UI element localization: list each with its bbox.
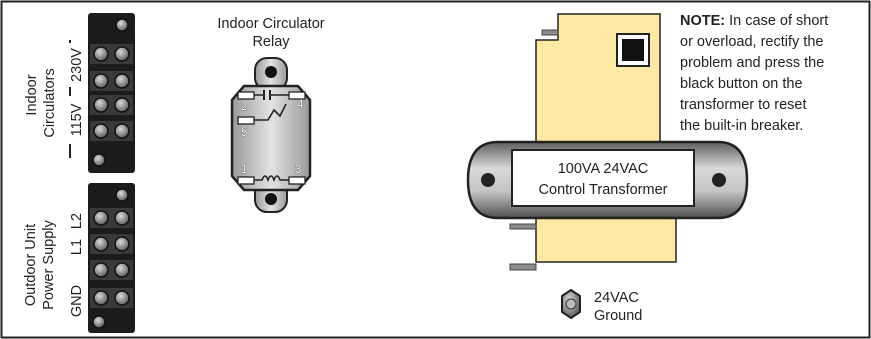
- terminal-screw: [114, 210, 130, 226]
- relay-pin-1: 1: [241, 164, 247, 176]
- relay-title-line1: Indoor Circulator: [217, 16, 324, 32]
- indoor-circulators-terminal-block: [88, 13, 135, 173]
- relay-pin-3: 3: [295, 164, 301, 176]
- relay-pin-4: 4: [297, 99, 304, 111]
- relay-coil-symbol: [254, 175, 289, 183]
- note-heading: NOTE:: [680, 13, 725, 29]
- terminal-screw: [114, 123, 130, 139]
- terminal-screw: [93, 210, 109, 226]
- relay-body: [230, 84, 312, 192]
- outdoor-label-line2: Power Supply: [41, 220, 57, 310]
- indoor-label-line2: Circulators: [42, 68, 58, 137]
- terminal-screw: [114, 97, 130, 113]
- transformer-label-line2: Control Transformer: [539, 182, 668, 198]
- note-line-3: problem and press the: [680, 55, 824, 71]
- ground-screw: [565, 298, 577, 310]
- note-line-1-text: In case of short: [725, 13, 828, 29]
- relay-title-line2: Relay: [252, 34, 290, 50]
- note-text: NOTE: In case of short or overload, rect…: [680, 13, 828, 134]
- relay-pin-2: 2: [241, 101, 247, 113]
- relay-terminal: [288, 176, 306, 185]
- outdoor-label-line1: Outdoor Unit: [23, 224, 39, 306]
- outdoor-power-terminal-block: [88, 183, 135, 333]
- relay-switch-symbol: [254, 103, 287, 121]
- terminal-screw: [114, 262, 130, 278]
- transformer-pin: [509, 223, 537, 230]
- terminal-l1: L1: [69, 239, 85, 255]
- transformer-pin: [541, 29, 559, 36]
- l1-label: L1: [69, 239, 85, 255]
- note-line-2: or overload, rectify the: [680, 34, 823, 50]
- indoor-label-line1: Indoor: [24, 74, 40, 115]
- voltage-230v: 230V: [69, 48, 85, 82]
- terminal-screw: [92, 153, 106, 167]
- terminal-screw: [115, 188, 129, 202]
- note-line-1: NOTE: In case of short: [680, 13, 828, 29]
- ground-label-line2: Ground: [594, 308, 642, 324]
- relay-terminal: [237, 176, 255, 185]
- note-line-5: transformer to reset: [680, 97, 807, 113]
- terminal-screw: [93, 73, 109, 89]
- terminal-screw: [93, 46, 109, 62]
- terminal-screw: [93, 290, 109, 306]
- transformer-body: [535, 13, 677, 263]
- terminal-screw: [114, 73, 130, 89]
- relay-pin-5: 5: [241, 127, 247, 139]
- indoor-circulators-label: Indoor Circulators: [24, 68, 58, 137]
- terminal-screw: [114, 236, 130, 252]
- outdoor-power-label: Outdoor Unit Power Supply: [23, 220, 57, 310]
- transformer-pin: [509, 263, 537, 271]
- transformer-label-line1: 100VA 24VAC: [558, 161, 649, 177]
- mount-hole: [265, 193, 277, 205]
- l2-label: L2: [69, 213, 85, 229]
- terminal-screw: [114, 46, 130, 62]
- ground-label-line1: 24VAC: [594, 290, 639, 306]
- terminal-l2: L2: [69, 213, 85, 229]
- terminal-block-body: [88, 13, 135, 173]
- mount-hole: [265, 66, 277, 78]
- band-screw-left: [481, 173, 495, 187]
- control-transformer: 100VA 24VAC Control Transformer 24VAC Gr…: [466, 13, 749, 324]
- terminal-block-body: [88, 183, 135, 333]
- voltage-115v-label: 115V: [69, 103, 85, 136]
- breaker-reset-button: [622, 39, 644, 61]
- terminal-screw: [93, 123, 109, 139]
- terminal-screw: [92, 315, 106, 329]
- indoor-circulator-relay: Indoor Circulator Relay 2 4 5 1 3: [217, 16, 325, 213]
- gnd-label: GND: [69, 285, 85, 317]
- terminal-gnd: GND: [69, 285, 85, 317]
- terminal-screw: [93, 97, 109, 113]
- relay-terminal: [237, 91, 255, 100]
- band-screw-right: [712, 173, 726, 187]
- transformer-label-plate: [511, 149, 695, 207]
- note-line-6: the built-in breaker.: [680, 118, 803, 134]
- voltage-115v: 115V: [69, 103, 85, 136]
- terminal-screw: [115, 18, 129, 32]
- note-line-4: black button on the: [680, 76, 803, 92]
- terminal-screw: [93, 262, 109, 278]
- relay-terminal: [237, 116, 255, 125]
- relay-terminal: [288, 91, 306, 100]
- terminal-screw: [114, 290, 130, 306]
- voltage-230v-label: 230V: [69, 48, 85, 82]
- terminal-screw: [93, 236, 109, 252]
